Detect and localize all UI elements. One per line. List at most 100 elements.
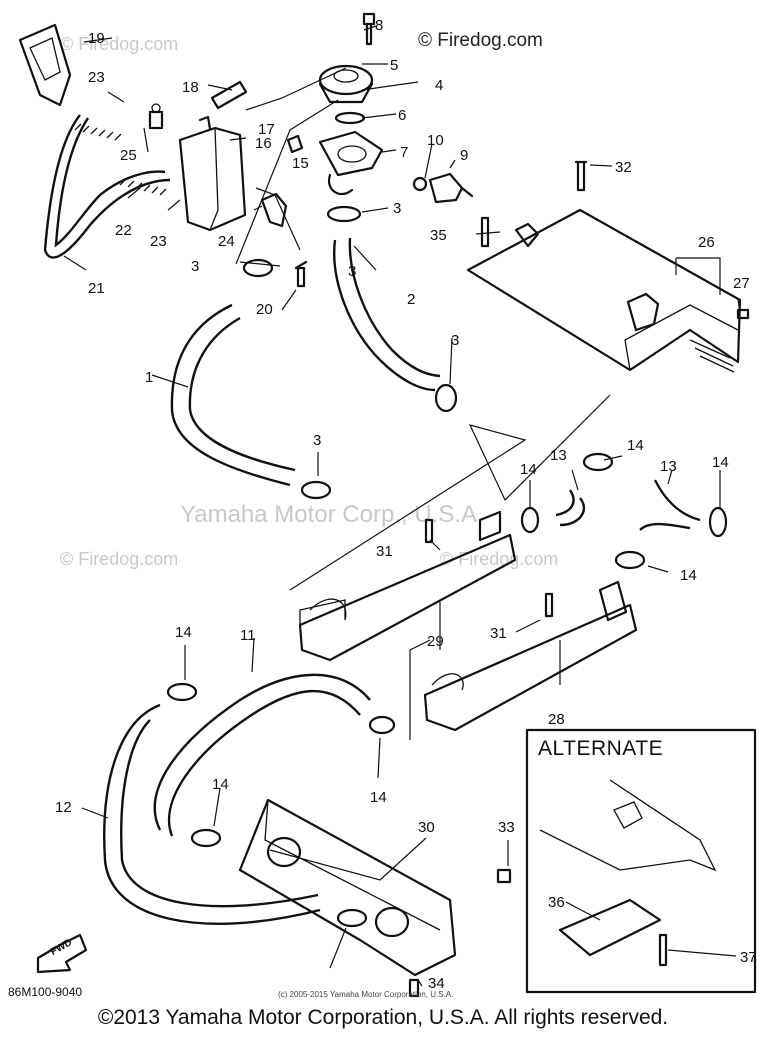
part-14-clamp — [166, 682, 198, 702]
callout-14: 14 — [212, 776, 229, 793]
callout-17: 17 — [258, 121, 275, 138]
part-22-spring-guard — [74, 123, 167, 196]
part-31-bolt — [544, 592, 554, 618]
part-15-fitting — [286, 134, 304, 154]
callout-16: 16 — [255, 135, 272, 152]
callout-14: 14 — [680, 567, 697, 584]
callout-33: 33 — [498, 819, 515, 836]
part-11-hose — [153, 673, 371, 837]
part-14-clamp — [336, 908, 368, 928]
part-9-sensor — [428, 172, 474, 204]
callout-22: 22 — [115, 222, 132, 239]
callout-25: 25 — [120, 147, 137, 164]
callout-14: 14 — [370, 789, 387, 806]
part-27-screw — [736, 308, 750, 320]
callout-7: 7 — [400, 144, 408, 161]
callout-23: 23 — [150, 233, 167, 250]
callout-8: 8 — [375, 17, 383, 34]
part-20-bolt — [294, 260, 308, 288]
diagram-code: 86M100-9040 — [8, 985, 83, 999]
callout-28: 28 — [548, 711, 565, 728]
callout-18: 18 — [182, 79, 199, 96]
callout-10: 10 — [427, 132, 444, 149]
part-7-housing — [318, 130, 384, 196]
part-5-radiator-cap — [318, 64, 374, 104]
part-14-clamp — [190, 828, 222, 848]
callout-27: 27 — [733, 275, 750, 292]
part-18-tube — [210, 80, 248, 110]
callout-19: 19 — [88, 30, 105, 47]
part-13-hose — [555, 489, 586, 527]
part-3-clamp — [300, 480, 332, 500]
callout-31: 31 — [376, 543, 393, 560]
part-14-clamp — [582, 452, 614, 472]
fwd-arrow-icon — [36, 933, 88, 974]
callout-14: 14 — [520, 461, 537, 478]
callout-37: 37 — [740, 949, 757, 966]
part-25-fitting — [148, 103, 164, 130]
callout-3: 3 — [191, 258, 199, 275]
part-16-reservoir-tank — [178, 115, 247, 232]
callout-11: 11 — [240, 627, 256, 644]
callout-32: 32 — [615, 159, 632, 176]
callout-3: 3 — [313, 432, 321, 449]
part-13-hose — [639, 479, 701, 531]
part-12-hose — [103, 703, 321, 925]
part-3-clamp — [242, 258, 274, 278]
callout-35: 35 — [430, 227, 447, 244]
part-3-clamp — [326, 205, 362, 223]
callout-26: 26 — [698, 234, 715, 251]
callout-14: 14 — [627, 437, 644, 454]
callout-12: 12 — [55, 799, 72, 816]
callout-labels: 1 2 3 3 3 3 3 4 5 6 7 8 9 10 11 12 13 13… — [55, 17, 757, 992]
part-32-bolt — [574, 160, 588, 192]
part-35-bolt — [480, 216, 490, 248]
part-14-clamp — [708, 506, 728, 538]
callout-30: 30 — [418, 819, 435, 836]
footer-copyright: ©2013 Yamaha Motor Corporation, U.S.A. A… — [97, 1006, 669, 1029]
callout-13: 13 — [550, 447, 567, 464]
callout-3: 3 — [393, 200, 401, 217]
callout-3: 3 — [348, 263, 356, 280]
part-10-washer — [412, 176, 428, 192]
callout-36: 36 — [548, 894, 565, 911]
fine-print-copyright: (c) 2005-2015 Yamaha Motor Corporation, … — [278, 990, 454, 999]
part-6-o-ring — [334, 111, 366, 125]
alternate-box — [525, 728, 757, 994]
callout-9: 9 — [460, 147, 468, 164]
callout-4: 4 — [435, 77, 443, 94]
alternate-title: ALTERNATE — [538, 737, 664, 760]
callout-5: 5 — [390, 57, 398, 74]
callout-14: 14 — [175, 624, 192, 641]
part-8-bolt — [362, 12, 376, 46]
part-14-clamp — [520, 506, 540, 534]
part-3-clamp — [434, 383, 458, 413]
callout-34: 34 — [428, 975, 445, 992]
callout-15: 15 — [292, 155, 309, 172]
watermark-mid-left: © Firedog.com — [60, 549, 178, 569]
part-29-water-cooler — [298, 510, 517, 662]
watermark-top-right: © Firedog.com — [418, 30, 543, 51]
watermark-center: Yamaha Motor Corp., U.S.A. — [180, 501, 484, 528]
part-19-bracket — [18, 23, 72, 107]
callout-6: 6 — [398, 107, 406, 124]
part-30-plate — [238, 798, 457, 977]
part-14-clamp — [368, 715, 396, 735]
callout-2: 2 — [407, 291, 415, 308]
callout-13: 13 — [660, 458, 677, 475]
part-28-water-cooler — [423, 580, 638, 732]
callout-23: 23 — [88, 69, 105, 86]
callout-3: 3 — [451, 332, 459, 349]
callout-31: 31 — [490, 625, 507, 642]
callout-24: 24 — [218, 233, 235, 250]
leader-lines — [63, 25, 741, 987]
part-34-bolt — [408, 978, 420, 998]
callout-1: 1 — [145, 369, 153, 386]
watermark-mid-right: © Firedog.com — [440, 549, 558, 569]
callout-29: 29 — [427, 633, 444, 650]
watermark-top-left: © Firedog.com — [60, 34, 178, 54]
part-1-hose — [170, 303, 296, 487]
part-21-hose — [43, 114, 171, 259]
part-14-clamp — [614, 550, 646, 570]
